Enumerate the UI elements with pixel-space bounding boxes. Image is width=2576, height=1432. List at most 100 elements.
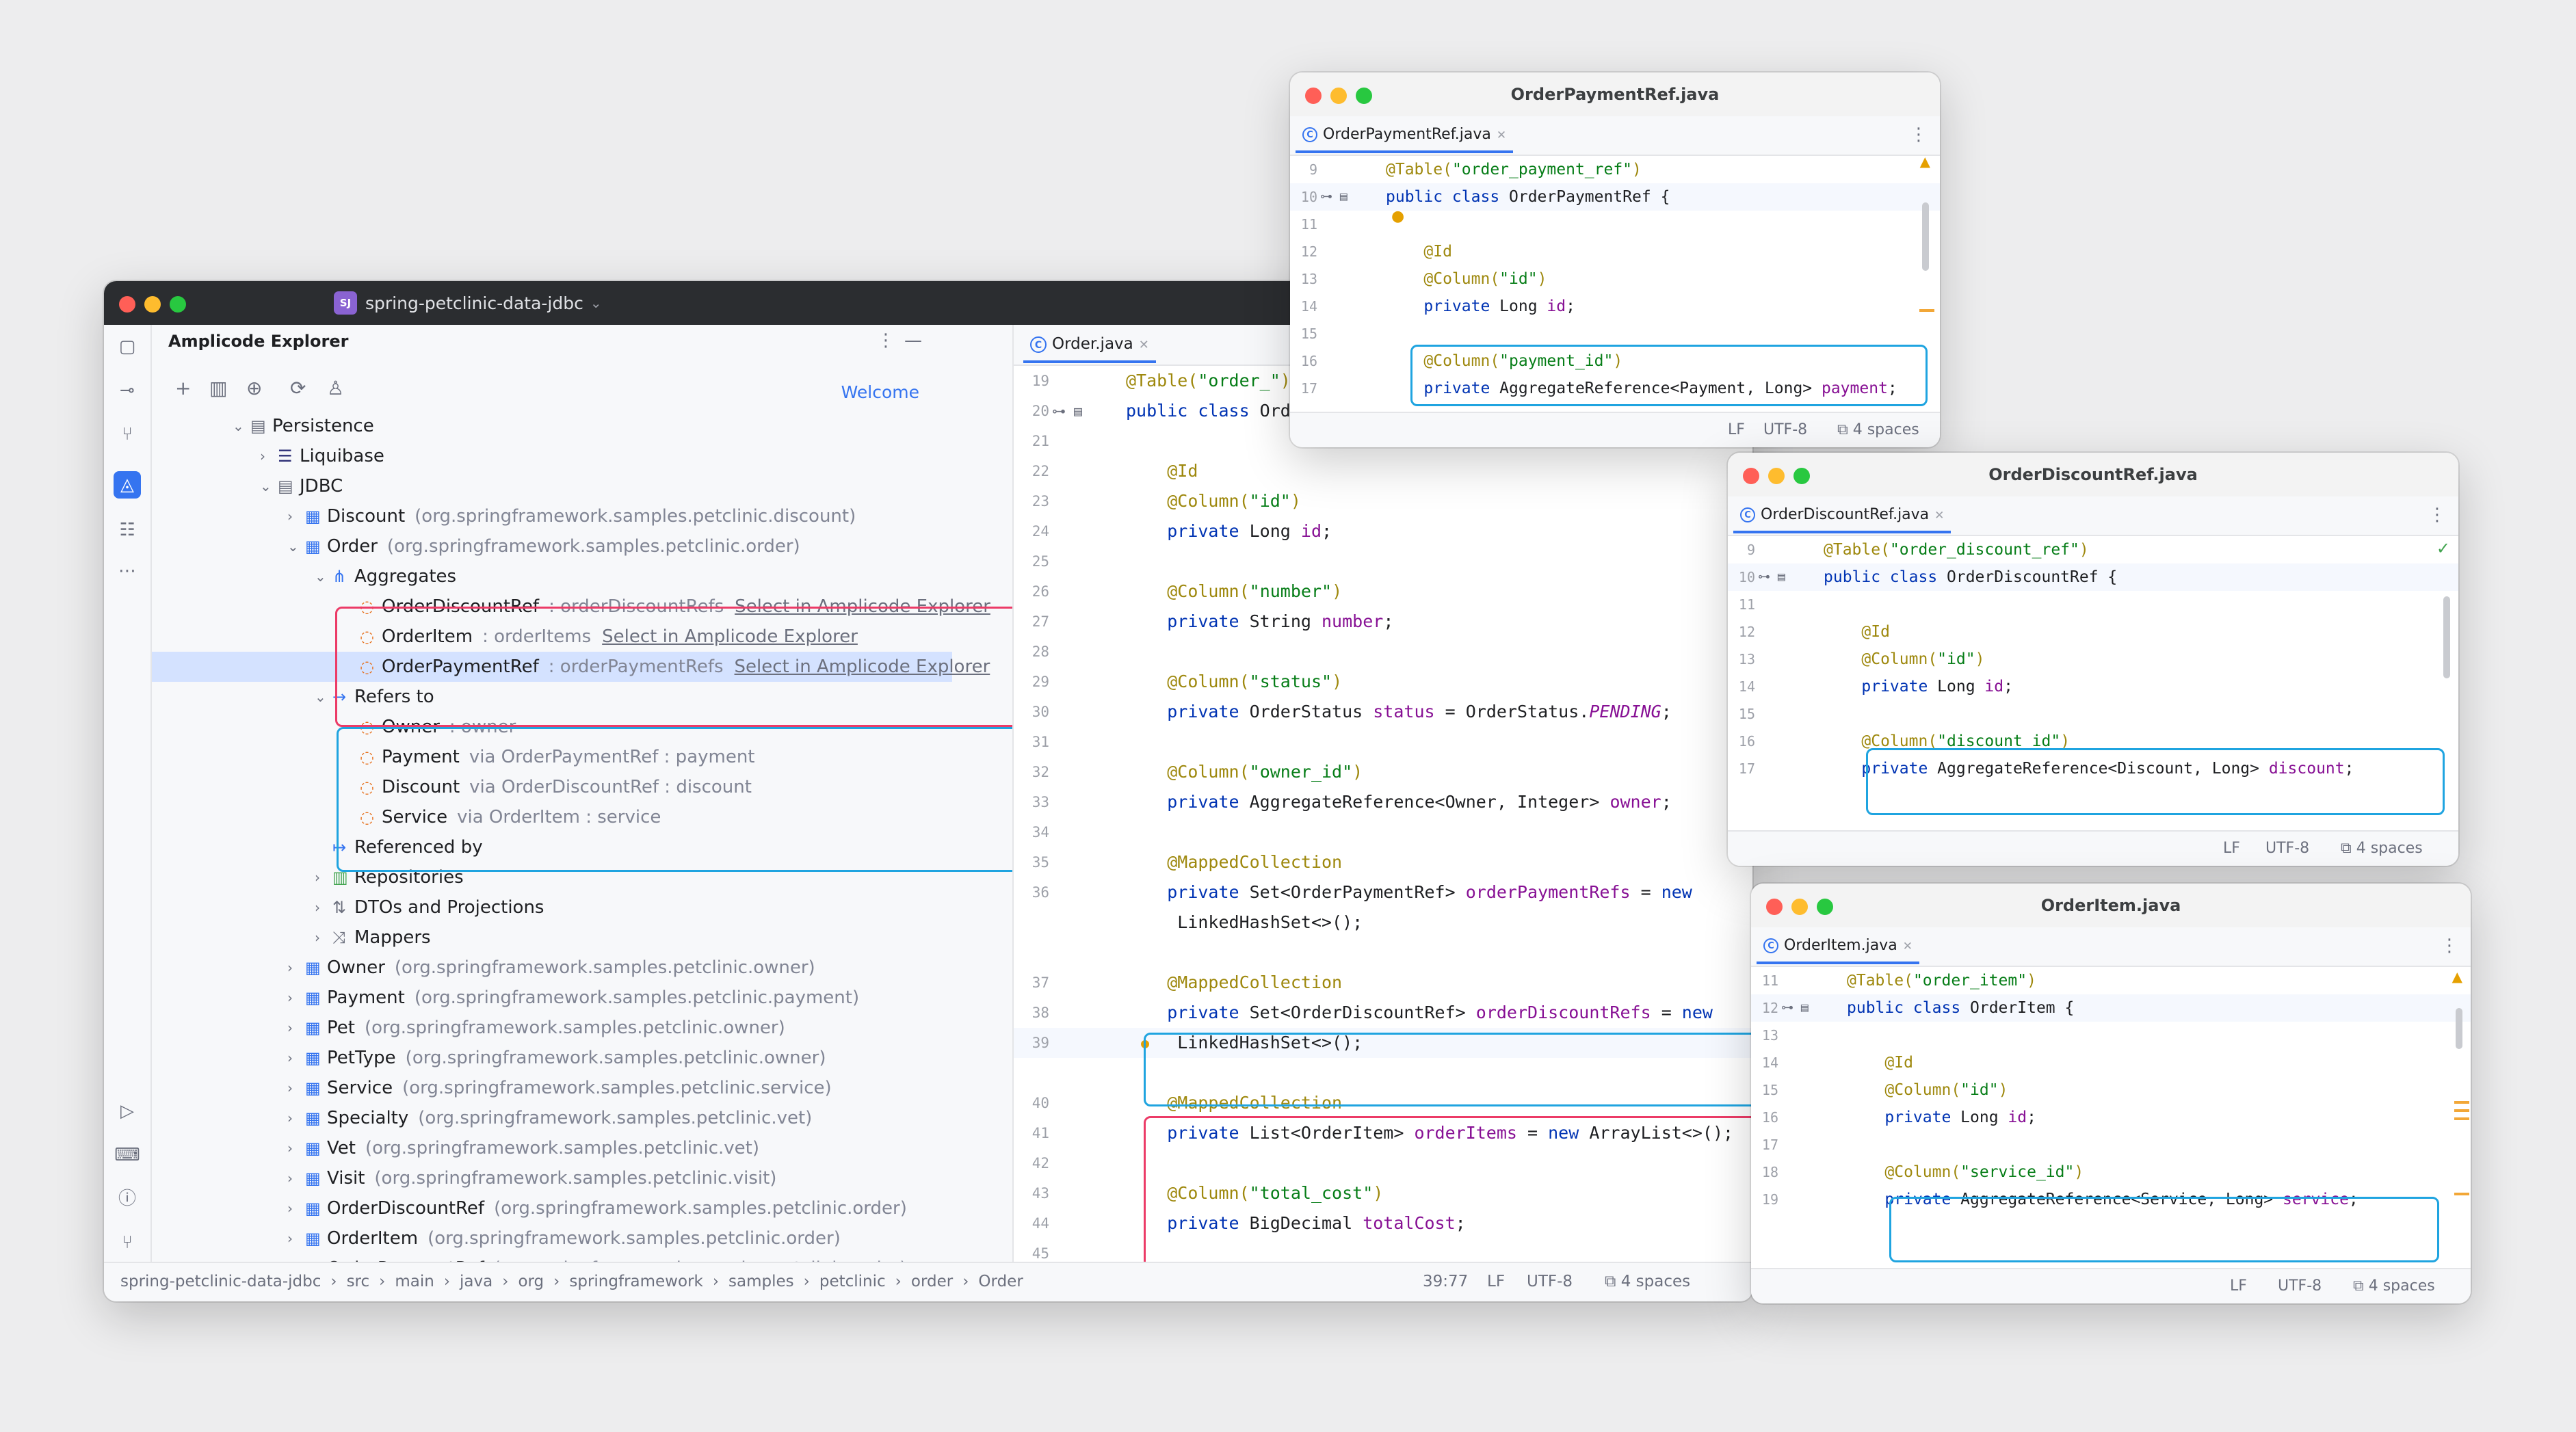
minimize-window-button[interactable]: [1791, 899, 1808, 915]
line-number[interactable]: 16: [1738, 733, 1755, 750]
chevron-right-icon[interactable]: ›: [287, 1110, 293, 1126]
line-number[interactable]: 28: [1031, 644, 1049, 660]
line-separator[interactable]: LF: [2223, 840, 2240, 857]
select-in-explorer-link[interactable]: Select in Amplicode Explorer: [602, 626, 858, 647]
chevron-right-icon[interactable]: ›: [287, 959, 293, 976]
tree-row[interactable]: ◌Owner: owner: [152, 712, 952, 742]
tree-row[interactable]: ›▦PetType(org.springframework.samples.pe…: [152, 1043, 952, 1073]
more-tools-icon[interactable]: ⋯: [118, 561, 136, 581]
line-number[interactable]: 41: [1031, 1125, 1049, 1141]
chevron-down-icon[interactable]: ⌄: [233, 418, 244, 434]
chevron-right-icon[interactable]: ›: [287, 1200, 293, 1217]
breadcrumb-item[interactable]: Order: [978, 1273, 1023, 1290]
tree-row[interactable]: ›▦Owner(org.springframework.samples.petc…: [152, 953, 952, 983]
tree-row[interactable]: ⌄▤Persistence: [152, 411, 952, 441]
line-number[interactable]: 18: [1761, 1164, 1778, 1180]
panel-minimize-icon[interactable]: —: [904, 330, 922, 351]
chevron-right-icon[interactable]: ›: [287, 1080, 293, 1096]
close-window-button[interactable]: [1766, 899, 1783, 915]
zoom-window-button[interactable]: [1356, 88, 1372, 104]
breadcrumb-item[interactable]: samples: [728, 1273, 794, 1290]
tree-row[interactable]: ›▦OrderItem(org.springframework.samples.…: [152, 1223, 952, 1254]
line-number[interactable]: 9: [1746, 542, 1755, 558]
add-icon[interactable]: +: [175, 377, 192, 399]
breadcrumb-item[interactable]: src: [346, 1273, 370, 1290]
line-number[interactable]: 45: [1031, 1245, 1049, 1262]
line-number[interactable]: 16: [1300, 353, 1317, 369]
diagram-icon[interactable]: ▥: [209, 377, 228, 399]
line-number[interactable]: 14: [1738, 678, 1755, 695]
tree-row[interactable]: ›▦Vet(org.springframework.samples.petcli…: [152, 1133, 952, 1163]
line-number[interactable]: 12: [1738, 624, 1755, 640]
line-number[interactable]: 29: [1031, 674, 1049, 690]
breadcrumb-item[interactable]: org: [518, 1273, 544, 1290]
commit-icon[interactable]: ⊸: [120, 380, 135, 401]
chevron-down-icon[interactable]: ⌄: [260, 478, 272, 494]
line-number[interactable]: 24: [1031, 523, 1049, 540]
scrollbar[interactable]: [2456, 1008, 2462, 1049]
line-number[interactable]: 11: [1761, 972, 1778, 989]
line-number[interactable]: 19: [1031, 373, 1049, 389]
more-options-icon[interactable]: ⋮: [2441, 936, 2458, 956]
line-number[interactable]: 27: [1031, 613, 1049, 630]
line-number[interactable]: 38: [1031, 1005, 1049, 1021]
chevron-down-icon[interactable]: ⌄: [315, 568, 326, 585]
line-number[interactable]: 20: [1031, 403, 1049, 419]
line-separator[interactable]: LF: [1728, 421, 1745, 438]
indent-setting[interactable]: ⧉ 4 spaces: [1837, 421, 1919, 438]
refresh-icon[interactable]: ⟳: [290, 377, 306, 399]
project-selector[interactable]: SJ spring-petclinic-data-jdbc ⌄: [334, 291, 602, 315]
chevron-right-icon[interactable]: ›: [287, 1140, 293, 1156]
line-number[interactable]: 9: [1309, 161, 1317, 178]
welcome-link[interactable]: Welcome: [841, 382, 919, 402]
breadcrumb-item[interactable]: petclinic: [819, 1273, 886, 1290]
line-number[interactable]: 34: [1031, 824, 1049, 840]
chevron-right-icon[interactable]: ›: [315, 899, 320, 916]
line-number[interactable]: 12: [1761, 1000, 1778, 1016]
tree-row[interactable]: ⌄⋔Aggregates: [152, 561, 952, 592]
line-number[interactable]: 40: [1031, 1095, 1049, 1111]
line-number[interactable]: 13: [1300, 271, 1317, 287]
line-number[interactable]: 37: [1031, 974, 1049, 991]
zoom-window-button[interactable]: [170, 296, 186, 313]
tree-row[interactable]: ›▦Visit(org.springframework.samples.petc…: [152, 1163, 952, 1193]
chevron-right-icon[interactable]: ›: [315, 929, 320, 946]
payment-code-area[interactable]: 9@Table("order_payment_ref")10⊶ ▤public …: [1290, 156, 1940, 413]
line-number[interactable]: 25: [1031, 553, 1049, 570]
chevron-down-icon[interactable]: ⌄: [315, 689, 326, 705]
more-options-icon[interactable]: ⋮: [1910, 124, 1928, 145]
line-number[interactable]: 21: [1031, 433, 1049, 449]
tree-row[interactable]: ›▦Payment(org.springframework.samples.pe…: [152, 983, 952, 1013]
minimize-window-button[interactable]: [144, 296, 161, 313]
line-number[interactable]: 15: [1738, 706, 1755, 722]
tree-row[interactable]: ↦Referenced by: [152, 832, 952, 862]
breadcrumb-item[interactable]: order: [910, 1273, 954, 1290]
line-number[interactable]: 35: [1031, 854, 1049, 871]
breadcrumb-item[interactable]: java: [460, 1273, 493, 1290]
chevron-down-icon[interactable]: ⌄: [287, 538, 299, 555]
line-number[interactable]: 14: [1300, 298, 1317, 315]
line-number[interactable]: 43: [1031, 1185, 1049, 1202]
minimize-window-button[interactable]: [1330, 88, 1347, 104]
gutter-diagram-icon[interactable]: ⊶ ▤: [1781, 1000, 1809, 1015]
select-in-explorer-link[interactable]: Select in Amplicode Explorer: [734, 657, 990, 677]
zoom-window-button[interactable]: [1793, 468, 1810, 484]
line-number[interactable]: 15: [1300, 326, 1317, 342]
line-number[interactable]: 12: [1300, 243, 1317, 260]
tree-row[interactable]: ›▥Repositories: [152, 862, 952, 892]
item-code-area[interactable]: 11@Table("order_item")12⊶ ▤public class …: [1751, 967, 2471, 1269]
line-number[interactable]: 13: [1761, 1027, 1778, 1044]
indent-setting[interactable]: ⧉ 4 spaces: [2353, 1277, 2435, 1295]
terminal-icon[interactable]: ⌨: [114, 1145, 140, 1165]
close-tab-icon[interactable]: ✕: [1138, 338, 1149, 352]
chevron-right-icon[interactable]: ›: [287, 1230, 293, 1247]
line-number[interactable]: 16: [1761, 1109, 1778, 1126]
tree-row[interactable]: ›▦Discount(org.springframework.samples.p…: [152, 501, 952, 531]
panel-options-icon[interactable]: ⋮: [877, 330, 895, 351]
chevron-right-icon[interactable]: ›: [287, 990, 293, 1006]
tree-row[interactable]: ›▦Service(org.springframework.samples.pe…: [152, 1073, 952, 1103]
